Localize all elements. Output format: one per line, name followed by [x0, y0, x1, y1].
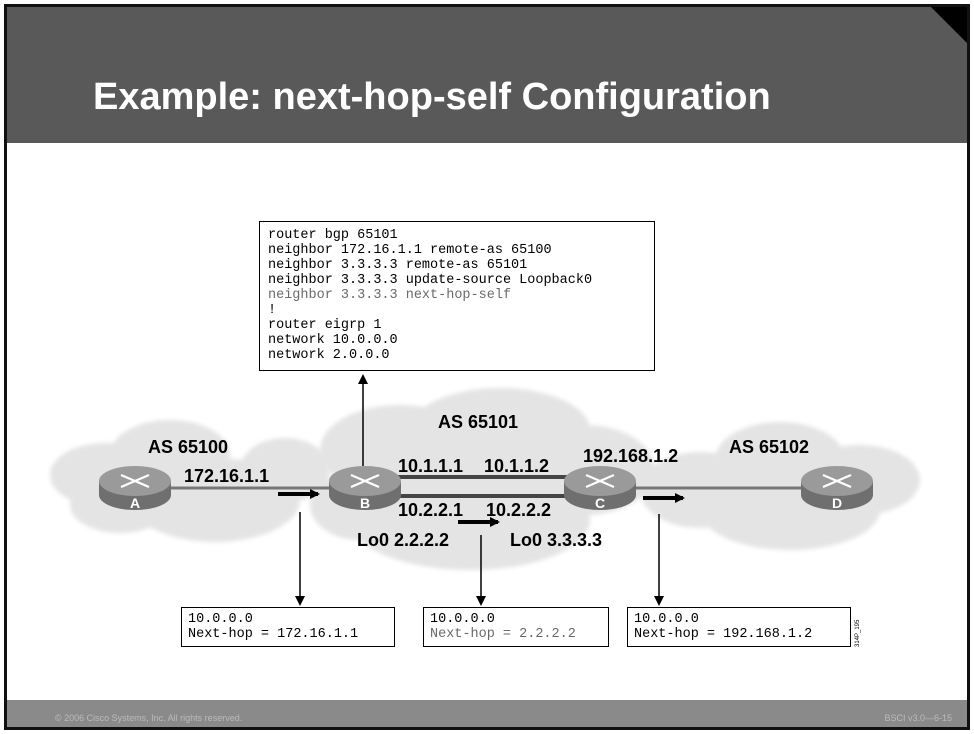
loopback-c-label: Lo0 3.3.3.3 — [510, 530, 603, 550]
router-b-label: B — [360, 495, 370, 511]
next-hop-value: Next-hop = 192.168.1.2 — [634, 627, 813, 642]
config-line: network 2.0.0.0 — [268, 348, 390, 363]
next-hop-box-2: 10.0.0.0 Next-hop = 2.2.2.2 — [423, 607, 609, 647]
config-line: network 10.0.0.0 — [268, 333, 398, 348]
figure-tag: 314P_195 — [855, 619, 861, 647]
router-c-label: C — [595, 495, 605, 511]
slide-footer — [7, 700, 967, 727]
next-hop-box-3: 10.0.0.0 Next-hop = 192.168.1.2 — [627, 607, 851, 647]
router-a-label: A — [130, 495, 140, 511]
next-hop-network: 10.0.0.0 — [634, 612, 699, 627]
config-line: neighbor 3.3.3.3 update-source Loopback0 — [268, 273, 593, 288]
router-c — [564, 466, 636, 510]
router-d-label: D — [832, 495, 842, 511]
address-c-d: 192.168.1.2 — [583, 446, 679, 466]
next-hop-network: 10.0.0.0 — [430, 612, 495, 627]
as-65100-label: AS 65100 — [148, 437, 229, 457]
config-line-highlighted: neighbor 3.3.3.3 next-hop-self — [268, 288, 512, 303]
course-id: BSCI v3.0—6-15 — [884, 713, 952, 723]
as-65101-label: AS 65101 — [438, 412, 519, 432]
config-line: router bgp 65101 — [268, 228, 398, 243]
bgp-config-box: router bgp 65101 neighbor 172.16.1.1 rem… — [259, 221, 655, 371]
slide-header — [7, 7, 967, 143]
address-b-bottom: 10.2.2.1 — [398, 500, 464, 520]
router-b — [329, 466, 401, 510]
next-hop-network: 10.0.0.0 — [188, 612, 253, 627]
corner-tab — [931, 7, 967, 43]
config-line: router eigrp 1 — [268, 318, 382, 333]
router-d — [801, 466, 873, 510]
as-65102-label: AS 65102 — [729, 437, 810, 457]
address-b-top: 10.1.1.1 — [398, 456, 464, 476]
loopback-b-label: Lo0 2.2.2.2 — [357, 530, 450, 550]
config-line: ! — [268, 303, 277, 318]
next-hop-box-1: 10.0.0.0 Next-hop = 172.16.1.1 — [181, 607, 395, 647]
config-line: neighbor 172.16.1.1 remote-as 65100 — [268, 243, 552, 258]
slide-title: Example: next-hop-self Configuration — [93, 76, 771, 118]
config-line: neighbor 3.3.3.3 remote-as 65101 — [268, 258, 528, 273]
address-c-bottom: 10.2.2.2 — [486, 500, 552, 520]
address-a-b: 172.16.1.1 — [184, 466, 270, 486]
next-hop-value: Next-hop = 172.16.1.1 — [188, 627, 359, 642]
address-c-top: 10.1.1.2 — [484, 456, 550, 476]
router-a — [99, 466, 171, 510]
next-hop-value: Next-hop = 2.2.2.2 — [430, 627, 576, 642]
copyright-text: © 2006 Cisco Systems, Inc. All rights re… — [55, 713, 243, 723]
